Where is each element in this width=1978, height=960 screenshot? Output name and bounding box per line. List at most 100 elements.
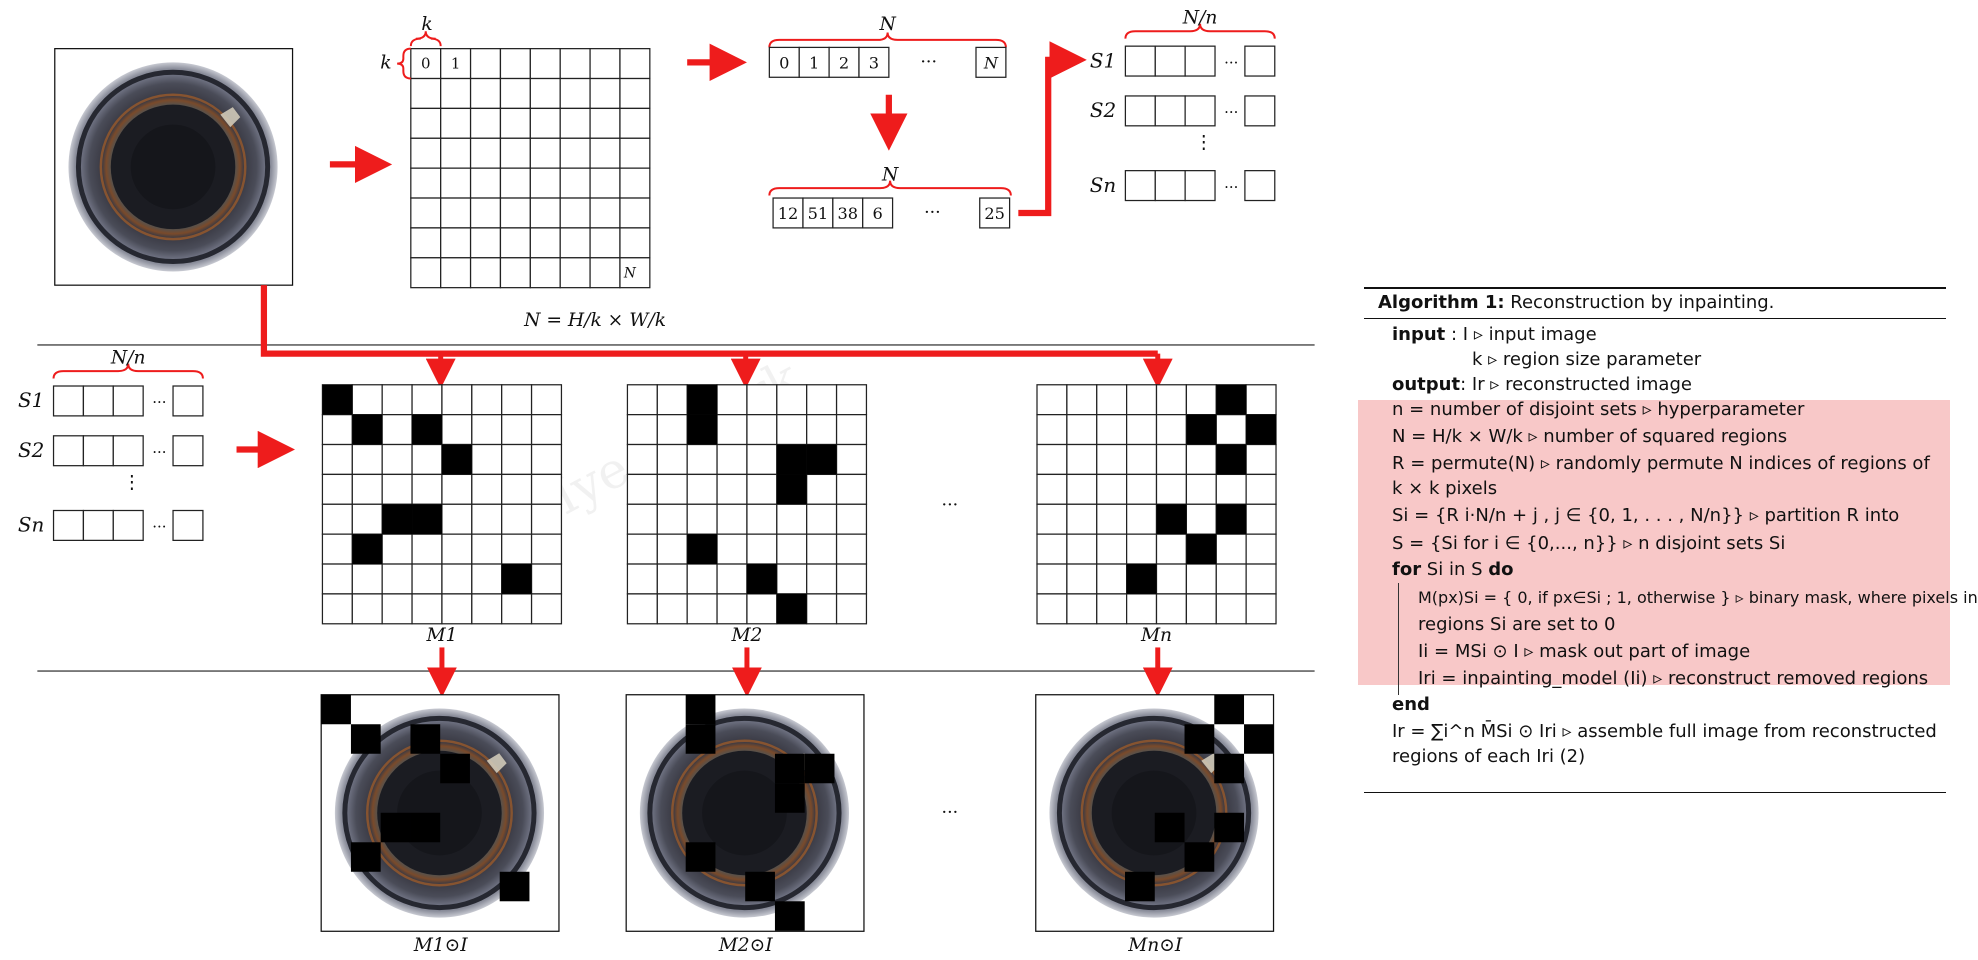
grid-cell [530,384,563,416]
grid-cell [589,197,621,229]
grid-cell [381,563,413,595]
grid-cell [656,414,688,446]
N-brace-top [768,32,1007,48]
grid-cell [806,593,838,625]
grid-cell [501,384,533,416]
mask-cell-filled [1156,504,1187,535]
k-label-top: k [421,14,432,35]
grid-cell [656,443,688,476]
grid-cell [529,257,561,289]
grid-cell [441,414,473,446]
index-cell [858,46,890,78]
grid-cell [321,503,353,535]
k-label-side: k [380,53,391,74]
masked-block [745,871,775,902]
grid-cell [626,533,658,565]
index-cell [832,197,864,229]
grid-cell-1: 1 [451,55,461,73]
grid-cell [559,77,591,110]
index-cell [862,197,894,229]
grid-cell [411,384,443,416]
grid-cell [381,593,413,625]
index-cell [828,46,860,78]
grid-cell [806,533,838,565]
permuted-row [772,197,1011,229]
grid-cell [351,563,383,595]
grid-cell [589,167,621,199]
grid-cell [746,384,778,416]
grid-cell [626,473,658,505]
algorithm-box: Algorithm 1: Reconstruction by inpaintin… [1358,287,1978,794]
grid-cell [1245,533,1277,565]
grid-cell [746,503,778,535]
mask-cell-filled [1126,564,1157,594]
mask-cell-filled [1186,534,1217,565]
grid-cell [381,384,413,416]
grid-cell [1155,384,1188,416]
index-label: 2 [839,54,849,73]
masked-block [350,842,381,872]
grid-cell [1096,443,1128,476]
grid-cell [469,137,502,169]
ellipsis-text: ··· [152,518,166,536]
grid-cell [1215,563,1247,595]
grid-cell [806,503,838,535]
grid-cell [529,197,561,229]
set-cell [112,385,144,417]
distribute-arrow [260,285,1158,357]
grid-cell [1215,473,1247,505]
grid-cell [776,384,808,416]
k-brace-top [409,31,442,47]
grid-cell [1096,503,1128,535]
grid-cell [746,473,778,505]
set-cell [1124,45,1156,77]
grid-cell [1185,443,1217,476]
mask-cell-filled [412,414,442,445]
masked-block [440,753,470,784]
set-cell [1184,170,1216,202]
grid-cell [1245,443,1277,476]
mask-cell-filled [1216,444,1247,475]
grid-cell [530,414,563,446]
grid-cell [410,137,442,169]
grid-cell [835,503,868,535]
grid-cell [776,533,808,565]
sets-top-s2-label: S2 [1090,99,1116,122]
mask-grid-2 [626,384,868,625]
grid-cell [529,167,561,199]
grid-cell [656,384,688,416]
masked-block [774,783,805,813]
grid-cell [471,533,503,565]
grid-cell [499,257,531,289]
grid-cell [1096,473,1128,505]
grid-cell [410,48,442,80]
index-cell [802,197,834,229]
grid-cell [501,503,533,535]
mask-cell-filled [382,504,413,535]
grid-cell [626,443,658,476]
k-brace-side [397,47,411,80]
grid-cell [469,167,502,199]
grid-cell [1036,503,1068,535]
N-label-mid: N [881,165,899,186]
grid-cell [1126,414,1158,446]
grid-cell [499,227,531,259]
grid-cell [589,227,621,259]
grid-cell [1245,473,1277,505]
mask-cell-filled [776,444,807,475]
index-cell [772,197,804,229]
highlight-region [1358,400,1950,685]
masked-label-1: M1⊙I [413,935,469,956]
mask-label-1: M1 [425,625,457,646]
index-label: 12 [778,204,799,223]
set-cell [52,509,85,541]
algorithm-title: Algorithm 1: Reconstruction by inpaintin… [1378,292,1775,313]
ellipsis-text: ··· [1224,178,1238,196]
grid-cell [499,137,531,169]
index-label: 3 [869,54,879,73]
grid-cell [471,443,503,476]
grid-cell [1126,593,1158,625]
grid-cell [746,443,778,476]
mask-cell-filled [687,414,718,445]
grid-cell [529,227,561,259]
